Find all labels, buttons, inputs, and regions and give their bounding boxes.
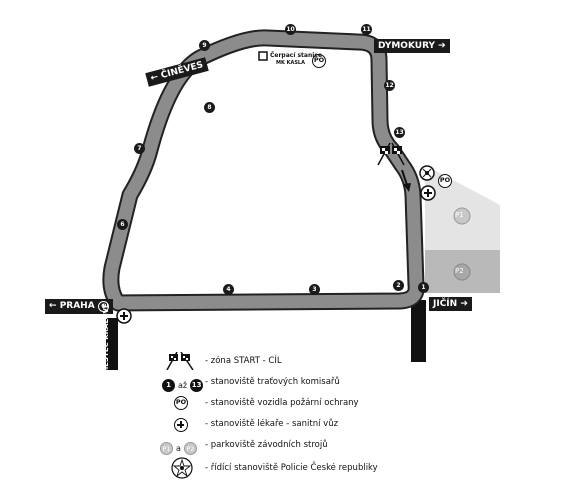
legend-fire-text: - stanoviště vozidla požární ochrany — [205, 398, 359, 408]
race-track — [104, 31, 423, 310]
direction-mestec-text: MĚSTEC KRÁLOVÉ — [102, 303, 110, 374]
direction-jicin-text: JIČÍN — [433, 299, 458, 309]
direction-arrow — [401, 169, 408, 186]
marshal-post-3: 3 — [309, 284, 320, 295]
fuel-station-owner: MK KASLA — [276, 60, 305, 66]
marshal-post-1: 1 — [418, 282, 429, 293]
paddock-area — [425, 165, 500, 250]
police-control-icon — [419, 165, 435, 181]
direction-praha: ← PRAHA 6 — [45, 299, 113, 314]
legend-start-finish-text: - zóna START - CÍL — [205, 356, 282, 366]
parking-p1-icon: P1 — [160, 442, 173, 455]
marshal-post-9: 9 — [199, 40, 210, 51]
parking-p2-label: P2 — [455, 267, 464, 275]
police-star-icon — [171, 457, 193, 479]
road-jicin — [411, 300, 426, 362]
medic-icon-start — [420, 185, 436, 201]
start-finish-flags-icon — [377, 142, 405, 166]
legend-medic: - stanoviště lékaře - sanitní vůz — [160, 415, 420, 436]
direction-dymokury: DYMOKURY ➔ — [374, 39, 450, 53]
legend-marshal-conj: až — [178, 381, 188, 390]
legend-parking-conj: a — [176, 444, 181, 453]
fuel-station-name: Čerpací stanice — [270, 52, 322, 59]
marshal-post-11: 11 — [361, 24, 372, 35]
direction-jicin: JIČÍN ➔ — [429, 297, 472, 311]
marshal-number-icon: 13 — [190, 379, 204, 392]
road-mestec — [106, 318, 118, 370]
fire-po-badge-station: PO — [312, 54, 326, 68]
legend-police-text: - řídící stanoviště Policie České republ… — [205, 463, 378, 473]
direction-dymokury-text: DYMOKURY — [378, 41, 436, 51]
marshal-number-icon: 1 — [162, 379, 175, 392]
parking-p1-label: P1 — [455, 211, 464, 219]
medic-cross-icon — [174, 418, 188, 432]
fire-po-icon: PO — [174, 396, 188, 410]
route-number-badge: 6 — [97, 301, 109, 312]
marshal-post-6: 6 — [117, 219, 128, 230]
marshal-post-8: 8 — [204, 102, 215, 113]
legend-start-finish: - zóna START - CÍL — [160, 352, 420, 373]
marshal-post-4: 4 — [223, 284, 234, 295]
marshal-post-7: 7 — [134, 143, 145, 154]
direction-arrowhead — [403, 183, 411, 192]
marshal-post-2: 2 — [393, 280, 404, 291]
direction-praha-text: PRAHA — [59, 301, 95, 311]
parking-p2-marker — [453, 263, 471, 281]
medic-icon-praha — [116, 308, 132, 324]
fire-po-badge-start: PO — [438, 174, 452, 188]
parking-p2-icon: P2 — [183, 442, 197, 455]
start-finish-flags-icon — [166, 352, 194, 370]
legend-fire: PO - stanoviště vozidla požární ochrany — [160, 394, 420, 415]
marshal-post-12: 12 — [384, 80, 395, 91]
direction-mestec-kralove: ← MĚSTEC KRÁLOVÉ — [102, 303, 110, 382]
legend-police: - řídící stanoviště Policie České republ… — [160, 457, 420, 483]
fuel-station-icon — [258, 51, 268, 61]
marshal-post-13: 13 — [394, 127, 405, 138]
legend-marshal-text: - stanoviště traťových komisařů — [205, 377, 340, 387]
parking-p1-marker — [453, 207, 471, 225]
legend-medic-text: - stanoviště lékaře - sanitní vůz — [205, 419, 339, 429]
marshal-post-10: 10 — [285, 24, 296, 35]
legend-parking-text: - parkoviště závodních strojů — [205, 440, 328, 450]
